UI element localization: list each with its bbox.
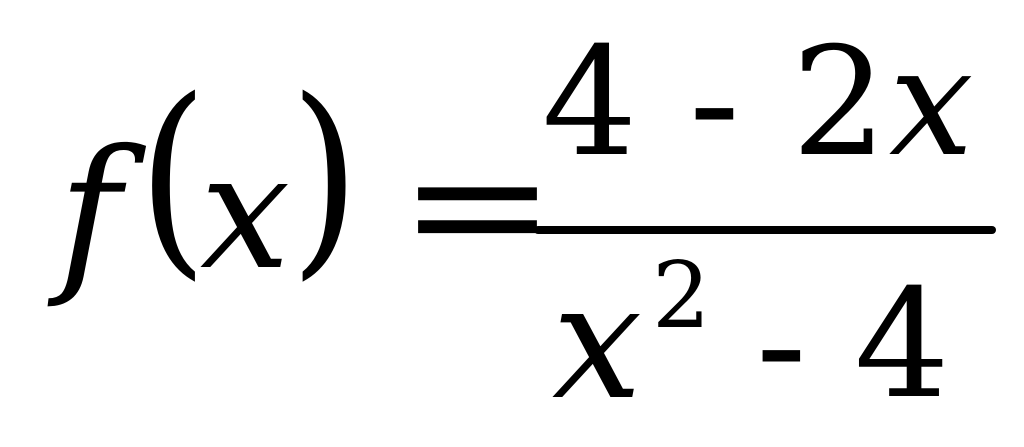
fraction-bar — [534, 226, 996, 234]
argument-variable: x — [200, 118, 291, 305]
numerator-variable: x — [888, 16, 976, 190]
open-parenthesis: ( — [138, 54, 208, 299]
close-parenthesis: ) — [290, 54, 360, 299]
denominator-exponent: 2 — [652, 242, 711, 349]
denominator-variable: x — [552, 248, 643, 435]
numerator-constant: 4 - 2 — [542, 16, 889, 190]
function-name: f — [58, 114, 121, 312]
equals-sign: = — [398, 109, 558, 301]
numerator: 4 - 2x — [542, 28, 976, 178]
denominator-rest: - 4 — [756, 258, 950, 432]
